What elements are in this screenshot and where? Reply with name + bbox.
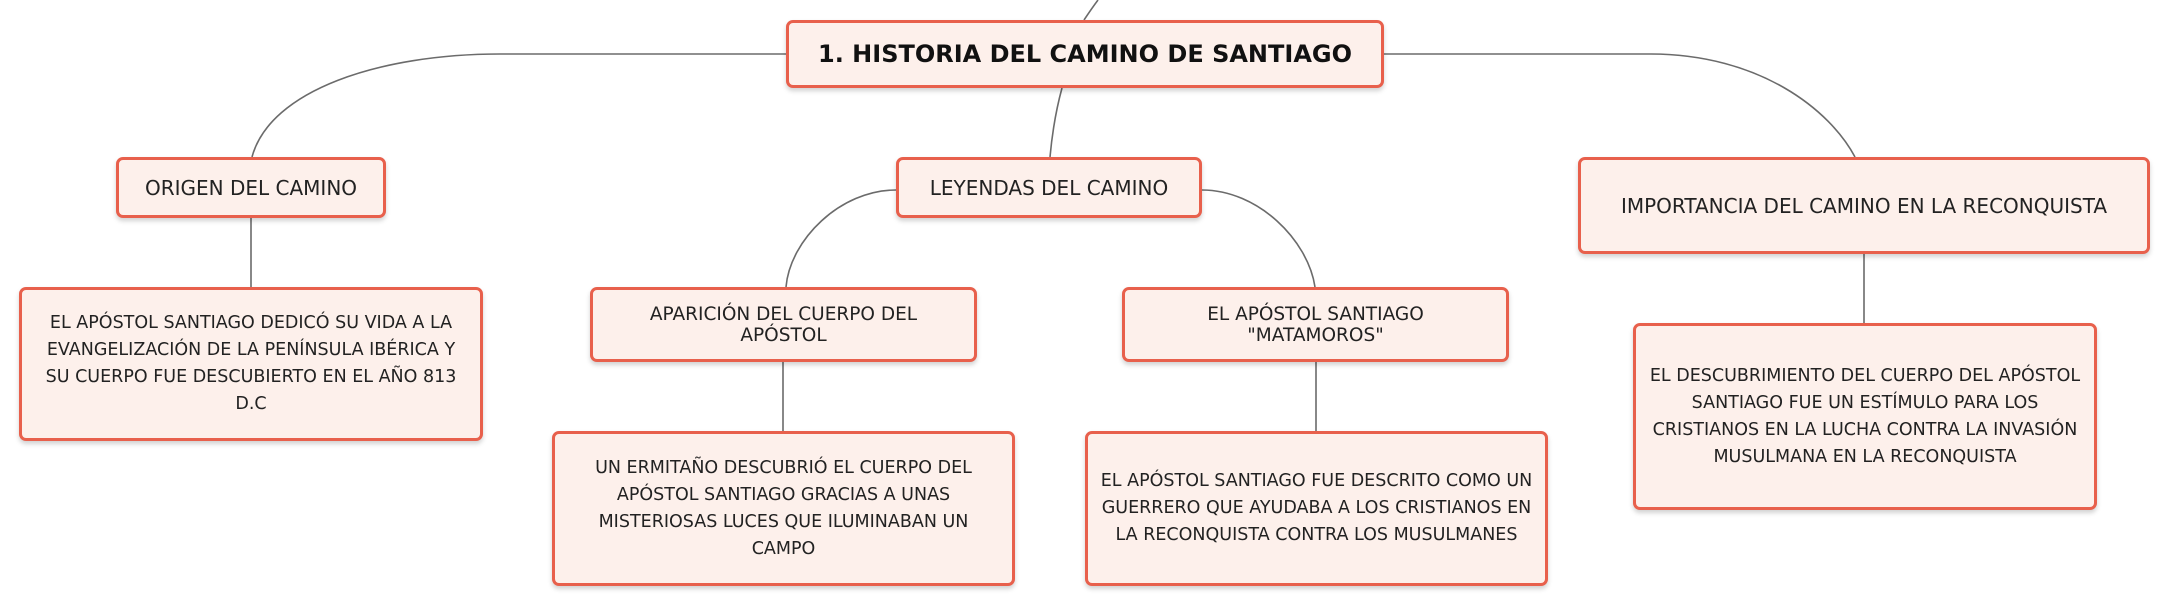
detail-text: EL APÓSTOL SANTIAGO DEDICÓ SU VIDA A LA … [45,313,457,414]
topic-origen-del-camino[interactable]: ORIGEN DEL CAMINO [116,157,386,218]
topic-label: ORIGEN DEL CAMINO [144,175,358,200]
detail-origen[interactable]: EL APÓSTOL SANTIAGO DEDICÓ SU VIDA A LA … [19,287,483,441]
topic-label: IMPORTANCIA DEL CAMINO EN LA RECONQUISTA [1620,193,2108,218]
subtopic-label: APARICIÓN DEL CUERPO DEL APÓSTOL [649,303,918,346]
topic-label: LEYENDAS DEL CAMINO [929,175,1169,200]
detail-matamoros[interactable]: EL APÓSTOL SANTIAGO FUE DESCRITO COMO UN… [1085,431,1548,586]
connector-root-to-importancia [1384,53,1856,158]
connector-root-to-origen [251,53,786,158]
detail-text: EL APÓSTOL SANTIAGO FUE DESCRITO COMO UN… [1100,471,1533,545]
subtopic-label: EL APÓSTOL SANTIAGO "MATAMOROS" [1207,303,1424,346]
topic-importancia-del-camino[interactable]: IMPORTANCIA DEL CAMINO EN LA RECONQUISTA [1578,157,2150,254]
connector-leyendas-to-matamoros [1201,189,1316,288]
connector-root-to-leyendas [1049,87,1063,158]
root-topic[interactable]: 1. HISTORIA DEL CAMINO DE SANTIAGO [786,20,1384,88]
subtopic-santiago-matamoros[interactable]: EL APÓSTOL SANTIAGO "MATAMOROS" [1122,287,1509,362]
detail-importancia[interactable]: EL DESCUBRIMIENTO DEL CUERPO DEL APÓSTOL… [1633,323,2097,510]
connector-parent-to-root [1083,0,1099,21]
topic-leyendas-del-camino[interactable]: LEYENDAS DEL CAMINO [896,157,1202,218]
detail-text: UN ERMITAÑO DESCUBRIÓ EL CUERPO DEL APÓS… [595,457,972,559]
root-topic-label: 1. HISTORIA DEL CAMINO DE SANTIAGO [818,40,1352,68]
subtopic-aparicion-del-cuerpo[interactable]: APARICIÓN DEL CUERPO DEL APÓSTOL [590,287,977,362]
detail-text: EL DESCUBRIMIENTO DEL CUERPO DEL APÓSTOL… [1649,365,2081,467]
detail-aparicion[interactable]: UN ERMITAÑO DESCUBRIÓ EL CUERPO DEL APÓS… [552,431,1015,586]
connector-leyendas-to-aparicion [785,189,897,288]
